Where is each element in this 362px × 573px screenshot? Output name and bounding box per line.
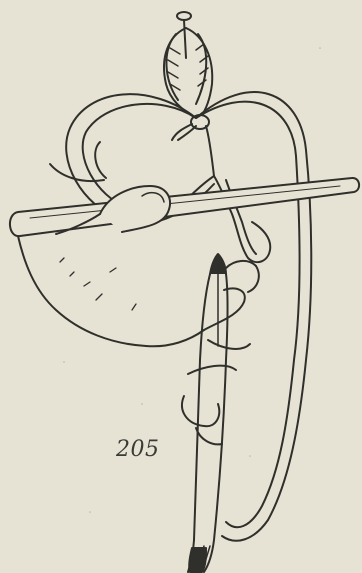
large-thread-loop [66,92,311,541]
thread-loop-icon [164,28,212,118]
pin-icon [177,12,191,58]
figure-number: 205 [116,437,160,462]
mesh-gauge-stick-icon [10,178,359,236]
hand-icon [18,142,259,444]
netting-needle-icon [188,254,228,572]
knot-icon [172,115,214,176]
